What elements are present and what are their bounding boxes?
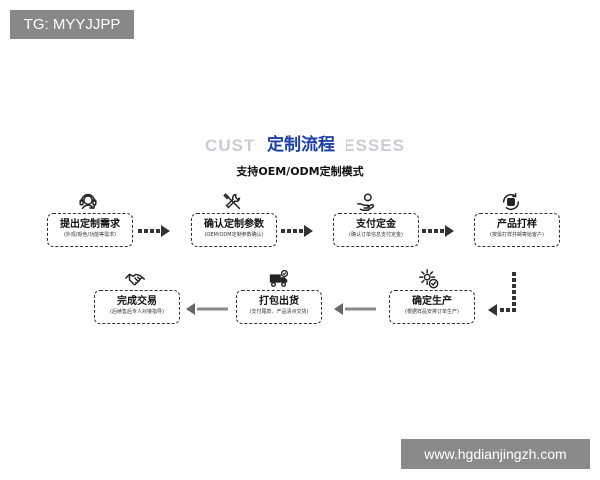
delivery-truck-icon: [268, 268, 290, 290]
step-title: 打包出货: [259, 296, 299, 307]
step-title: 确定生产: [412, 296, 452, 307]
arrow-left-icon: [334, 303, 376, 315]
tools-icon: [222, 191, 244, 213]
arrow-turn-icon: [484, 272, 520, 320]
step-title: 确认定制参数: [204, 219, 264, 230]
step-box-3: 支付定金 (确认订单信息支付定金): [333, 213, 419, 247]
step-title: 支付定金: [356, 219, 396, 230]
arrow-right-icon: [422, 225, 454, 237]
step-title: 提出定制需求: [60, 219, 120, 230]
headset-icon: [77, 191, 99, 213]
arrow-right-icon: [138, 225, 170, 237]
step-description: (按需打样并邮寄给客户): [490, 232, 544, 238]
arrow-left-icon: [186, 303, 228, 315]
step-description: (OEM/ODM定制参数确认): [204, 232, 264, 238]
step-description: (确认订单信息支付定金): [349, 232, 403, 238]
step-box-4: 产品打样 (按需打样并邮寄给客户): [474, 213, 560, 247]
watermark-tag: TG: MYYJJPP: [10, 10, 134, 39]
step-description: (后续售后专人对接指导): [110, 309, 164, 315]
page-title: 定制流程: [256, 132, 346, 158]
step-box-7: 完成交易 (后续售后专人对接指导): [94, 290, 180, 324]
hand-coin-icon: [355, 191, 377, 213]
step-description: (外观/颜色/功能等需求): [63, 232, 117, 238]
step-box-6: 打包出货 (支付尾款、产品清点交货): [236, 290, 322, 324]
page-subtitle: 支持OEM/ODM定制模式: [236, 165, 364, 178]
title-group: CUSTOM PROCESSES 定制流程: [0, 132, 600, 158]
step-box-1: 提出定制需求 (外观/颜色/功能等需求): [47, 213, 133, 247]
gear-check-icon: [418, 268, 440, 290]
watermark-url: www.hgdianjingzh.com: [401, 439, 590, 469]
sample-box-icon: [500, 191, 522, 213]
handshake-icon: [124, 268, 146, 290]
arrow-right-icon: [281, 225, 313, 237]
step-description: (根据样品安排订单生产): [405, 309, 459, 315]
step-description: (支付尾款、产品清点交货): [249, 309, 309, 315]
step-title: 产品打样: [497, 219, 537, 230]
step-title: 完成交易: [117, 296, 157, 307]
step-box-5: 确定生产 (根据样品安排订单生产): [389, 290, 475, 324]
step-box-2: 确认定制参数 (OEM/ODM定制参数确认): [191, 213, 277, 247]
